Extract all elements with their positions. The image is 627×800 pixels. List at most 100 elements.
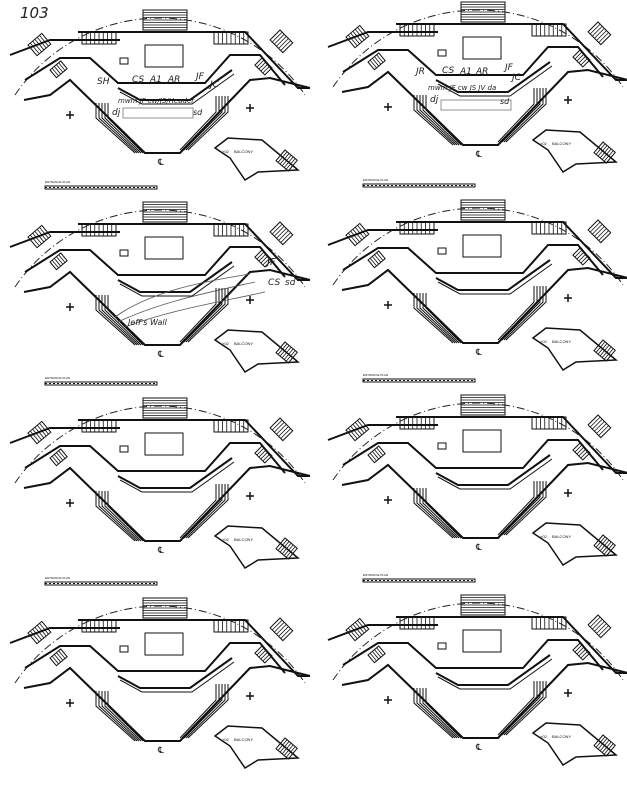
- outer-wall: [341, 461, 627, 539]
- stair-tread: [278, 426, 289, 437]
- seating-row-right: [185, 96, 226, 151]
- stair: [399, 221, 435, 235]
- top-wall: [78, 619, 310, 677]
- seating-row-left: [422, 688, 460, 739]
- stair-tread: [258, 449, 267, 458]
- survey-cross-icon: [564, 294, 572, 302]
- seating-row-right: [181, 288, 220, 343]
- stair-tread: [281, 154, 292, 167]
- seating-row-right: [183, 288, 223, 343]
- survey-cross-icon: [66, 499, 74, 507]
- stair-tread: [34, 426, 45, 439]
- seating-row-left: [101, 103, 140, 154]
- wall: [327, 229, 438, 246]
- stair-tread: [350, 425, 360, 438]
- seating-row-right: [501, 481, 541, 536]
- seating-row-left: [98, 295, 138, 346]
- stair: [367, 645, 386, 664]
- stair-tread: [601, 346, 612, 358]
- small-box: [437, 642, 447, 650]
- seating-row-right: [185, 684, 226, 739]
- seating-row-left: [107, 295, 144, 346]
- inner-wall: [342, 244, 604, 276]
- stair-tread: [258, 61, 267, 70]
- stair: [269, 417, 294, 442]
- seating-row-right: [183, 96, 223, 151]
- stair: [345, 222, 370, 247]
- stair-tread: [595, 736, 606, 748]
- stair: [399, 416, 435, 430]
- stair: [587, 21, 612, 46]
- stage-box: [144, 632, 184, 656]
- stair: [81, 223, 117, 237]
- stair-outline: [593, 534, 616, 557]
- stair-tread: [578, 253, 587, 262]
- stair-tread: [271, 31, 283, 43]
- stair-outline: [254, 645, 273, 664]
- stair-tread: [352, 623, 363, 636]
- stair-tread: [574, 51, 583, 60]
- stair-outline: [254, 249, 273, 268]
- stair-tread: [277, 739, 288, 751]
- seating-row-left: [98, 491, 138, 542]
- annotation: CS: [268, 278, 281, 288]
- seating-row-right: [187, 684, 229, 739]
- inner-wall: [342, 639, 604, 671]
- seating-row-right: [179, 288, 217, 343]
- annotation: dj: [112, 108, 121, 118]
- stair-tread: [274, 225, 285, 237]
- stair-tread: [603, 348, 614, 360]
- stair: [275, 537, 298, 560]
- seating-front-line: [119, 73, 235, 105]
- seating-row-right: [497, 481, 535, 536]
- seating-front-line: [119, 265, 235, 297]
- stair-tread: [34, 230, 45, 243]
- survey-cross-icon: [564, 96, 572, 104]
- stair: [213, 223, 249, 237]
- stair-tread: [262, 653, 271, 662]
- stair: [49, 448, 68, 467]
- stair-tread: [347, 34, 358, 47]
- stair-tread: [371, 58, 380, 67]
- top-wall: [78, 31, 310, 89]
- balcony-level: +02: [222, 537, 230, 542]
- seating-front: [435, 259, 551, 291]
- scale-title: ENTRANCE PLAN: [45, 576, 70, 580]
- stair-outline: [572, 442, 591, 461]
- annotation: A1: [150, 75, 162, 85]
- stair-tread: [256, 647, 265, 656]
- outer-wall: [23, 76, 311, 154]
- stair-tread: [280, 40, 291, 51]
- seating-row-left: [419, 293, 458, 344]
- stair-tread: [274, 33, 285, 45]
- seating-row-right: [505, 88, 547, 143]
- stair-tread: [598, 32, 609, 43]
- stair-tread: [29, 234, 40, 247]
- stair: [49, 60, 68, 79]
- scale-title: ENTRANCE PLAN: [363, 573, 388, 577]
- wall: [9, 39, 120, 56]
- stair-tread: [281, 346, 292, 359]
- seating-row-left: [416, 488, 456, 539]
- scale-bar: ENTRANCE PLAN: [44, 180, 158, 190]
- stair-tread: [574, 249, 583, 258]
- stair: [572, 247, 591, 266]
- stair-tread: [594, 621, 605, 632]
- stair-tread: [369, 59, 377, 69]
- stair-tread: [56, 652, 64, 661]
- dashed-arc: [332, 402, 624, 481]
- balcony-level: +02: [222, 737, 230, 742]
- stair-tread: [280, 628, 291, 639]
- scale-bar: ENTRANCE PLAN: [44, 576, 158, 586]
- stair-outline: [275, 537, 298, 560]
- scale-bar: ENTRANCE PLAN: [362, 573, 476, 583]
- stair: [460, 199, 506, 221]
- balcony-label: BALCONY: [552, 534, 571, 539]
